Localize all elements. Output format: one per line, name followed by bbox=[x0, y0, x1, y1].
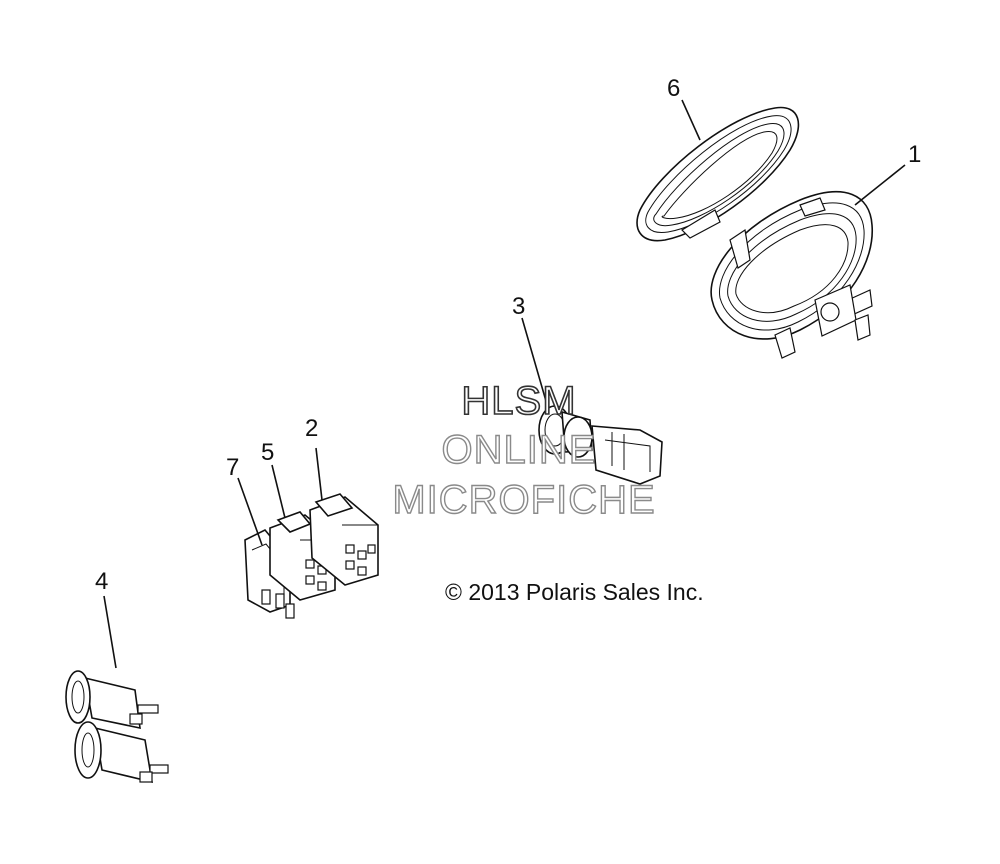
part-2-rocker-switch[interactable] bbox=[309, 493, 379, 586]
part-3-ignition-switch[interactable] bbox=[538, 405, 663, 485]
watermark-line-3: MICROFICHE bbox=[392, 478, 655, 522]
leader-line-2 bbox=[315, 447, 323, 501]
callout-5: 5 bbox=[261, 439, 274, 466]
watermark: HLSM ONLINE MICROFICHE bbox=[392, 378, 656, 523]
callout-7: 7 bbox=[226, 454, 239, 481]
leader-line-4 bbox=[103, 595, 117, 669]
part-4-power-outlet-upper[interactable] bbox=[65, 670, 159, 730]
watermark-line-1: HLSM bbox=[461, 379, 576, 423]
leader-line-1 bbox=[854, 164, 906, 206]
leader-line-7 bbox=[237, 477, 263, 546]
callout-6: 6 bbox=[667, 75, 680, 102]
callout-1: 1 bbox=[908, 141, 921, 168]
leader-line-3 bbox=[521, 317, 549, 409]
copyright-notice: © 2013 Polaris Sales Inc. bbox=[445, 579, 704, 605]
callout-4: 4 bbox=[95, 568, 108, 595]
part-1-gauge[interactable] bbox=[710, 191, 873, 359]
part-6-bezel-ring[interactable] bbox=[636, 106, 800, 242]
callout-3: 3 bbox=[512, 293, 525, 320]
part-4-power-outlet-lower[interactable] bbox=[74, 721, 169, 784]
callout-2: 2 bbox=[305, 415, 318, 442]
leader-line-5 bbox=[271, 464, 286, 519]
leader-line-6 bbox=[681, 99, 701, 141]
watermark-line-2: ONLINE bbox=[442, 428, 597, 472]
